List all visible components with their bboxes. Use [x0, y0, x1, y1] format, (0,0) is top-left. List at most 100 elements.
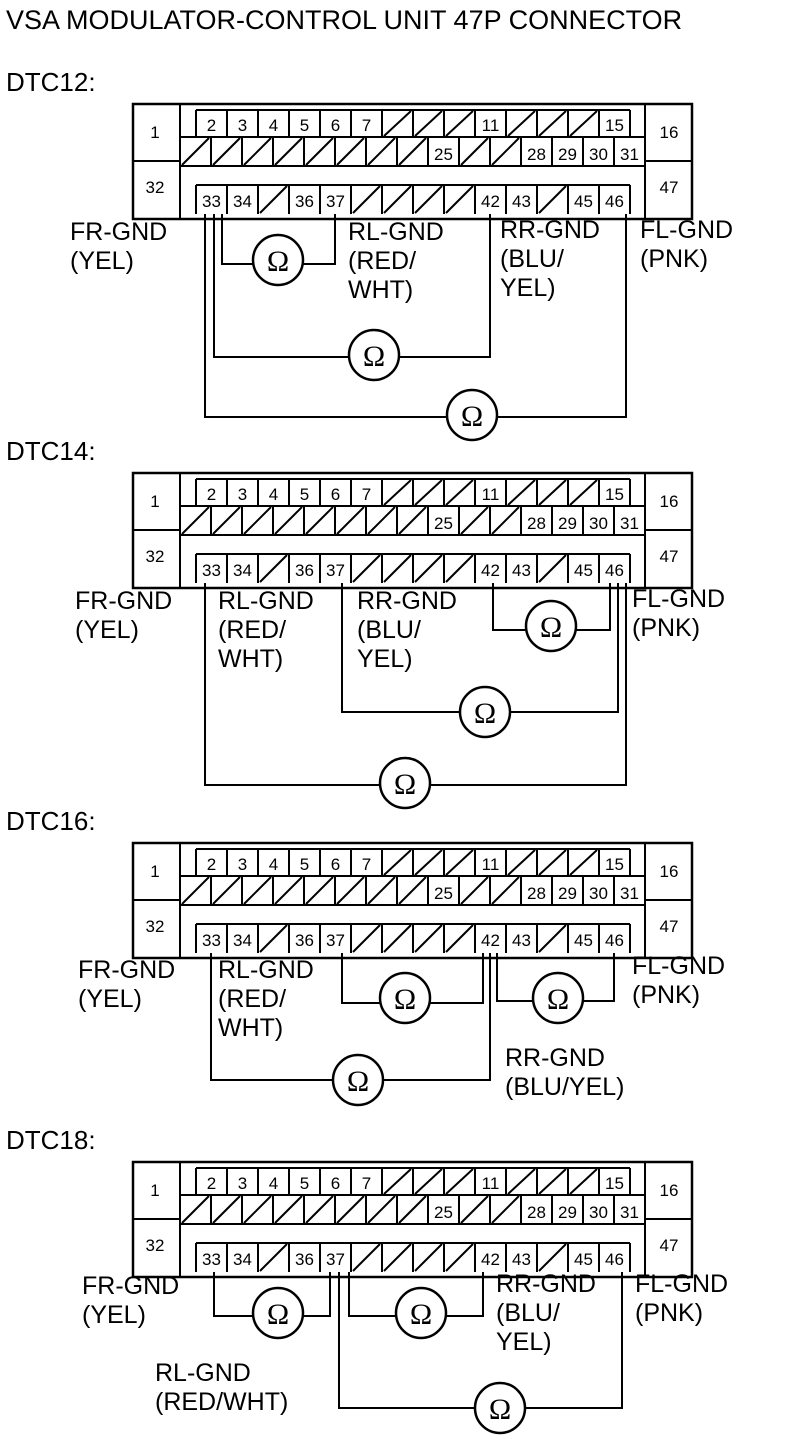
wire-label: YEL): [500, 274, 556, 302]
pin-label: 2: [207, 116, 216, 135]
ohm-symbol: Ω: [474, 697, 496, 730]
wire-label: RL-GND: [218, 587, 314, 615]
pin-label: 36: [295, 931, 314, 950]
pin-blank-slash: [445, 110, 474, 137]
pin-label: 34: [233, 561, 252, 580]
ohmmeter-icon: [331, 1053, 385, 1107]
section-title: DTC12:: [6, 67, 96, 97]
ohmmeter-icon: [524, 599, 578, 653]
pin-label: 11: [482, 485, 500, 504]
pin-label: 29: [558, 1203, 577, 1222]
pin-label: 11: [482, 1174, 500, 1193]
pin-blank-slash: [336, 1195, 365, 1224]
pin-blank-slash: [414, 479, 443, 506]
pin-blank-slash: [569, 479, 598, 506]
pin-label: 25: [434, 514, 453, 533]
page-title: VSA MODULATOR-CONTROL UNIT 47P CONNECTOR: [6, 5, 682, 35]
ohm-symbol: Ω: [461, 400, 483, 433]
pin-label: 43: [512, 931, 531, 950]
pin-blank-slash: [414, 1243, 443, 1272]
pin-label: 32: [146, 1236, 165, 1255]
pin-label: 28: [527, 514, 546, 533]
wire-label: YEL): [357, 645, 413, 673]
pin-label: 3: [238, 1174, 247, 1193]
wire-label: (RED/: [218, 985, 286, 1013]
wire-label: (BLU/: [357, 616, 421, 644]
wire-label: RR-GND: [496, 1270, 596, 1298]
pin-label: 36: [295, 561, 314, 580]
pin-label: 32: [146, 917, 165, 936]
pin-blank-slash: [259, 185, 288, 214]
pin-label: 30: [589, 145, 608, 164]
pin-label: 15: [605, 855, 624, 874]
wire-label: (RED/: [348, 247, 416, 275]
pin-label: 1: [150, 862, 159, 881]
wire-label: YEL): [496, 1328, 552, 1356]
ohmmeter-icon: [445, 388, 499, 442]
pin-label: 5: [300, 1174, 309, 1193]
pin-blank-slash: [243, 137, 272, 166]
pin-blank-slash: [383, 849, 412, 876]
pin-label: 7: [362, 855, 371, 874]
pin-label: 45: [574, 561, 593, 580]
wire-label: FL-GND: [632, 585, 725, 613]
pin-blank-slash: [569, 1168, 598, 1195]
ohmmeter-icon: [251, 1286, 305, 1340]
pin-label: 45: [574, 1250, 593, 1269]
pin-label: 37: [326, 192, 345, 211]
pin-blank-slash: [445, 1243, 474, 1272]
pin-label: 29: [558, 884, 577, 903]
pin-blank-slash: [212, 876, 241, 905]
pin-label: 4: [269, 1174, 278, 1193]
pin-blank-slash: [383, 479, 412, 506]
pin-blank-slash: [181, 1195, 210, 1224]
ohm-symbol: Ω: [267, 245, 289, 278]
pin-label: 33: [202, 561, 221, 580]
pin-blank-slash: [336, 137, 365, 166]
wire-label: (BLU/YEL): [505, 1073, 624, 1101]
ohm-symbol: Ω: [394, 768, 416, 801]
pin-label: 6: [331, 485, 340, 504]
pin-label: 42: [481, 192, 500, 211]
pin-label: 29: [558, 145, 577, 164]
pin-blank-slash: [259, 554, 288, 583]
pin-blank-slash: [259, 924, 288, 953]
pin-blank-slash: [398, 137, 427, 166]
pin-label: 28: [527, 145, 546, 164]
pin-label: 16: [660, 492, 679, 511]
pin-label: 47: [660, 547, 679, 566]
pin-label: 11: [482, 855, 500, 874]
pin-label: 30: [589, 514, 608, 533]
pin-blank-slash: [445, 479, 474, 506]
ohm-symbol: Ω: [489, 1393, 511, 1426]
pin-label: 46: [605, 561, 624, 580]
wire-label: (YEL): [78, 985, 142, 1013]
pin-label: 4: [269, 116, 278, 135]
pin-blank-slash: [445, 1168, 474, 1195]
pin-blank-slash: [538, 479, 567, 506]
pin-label: 42: [481, 1250, 500, 1269]
pin-blank-slash: [212, 1195, 241, 1224]
section-title: DTC16:: [6, 806, 96, 836]
wire-label: (RED/WHT): [155, 1388, 288, 1416]
pin-label: 42: [481, 931, 500, 950]
pin-blank-slash: [305, 876, 334, 905]
pin-label: 45: [574, 192, 593, 211]
ohm-symbol: Ω: [347, 1065, 369, 1098]
pin-blank-slash: [336, 876, 365, 905]
pin-label: 46: [605, 931, 624, 950]
pin-label: 15: [605, 116, 624, 135]
pin-blank-slash: [460, 876, 489, 905]
pin-label: 42: [481, 561, 500, 580]
pin-blank-slash: [414, 849, 443, 876]
pin-blank-slash: [352, 1243, 381, 1272]
pin-label: 36: [295, 1250, 314, 1269]
pin-label: 31: [620, 514, 639, 533]
pin-blank-slash: [398, 876, 427, 905]
wire-label: RL-GND: [348, 218, 444, 246]
pin-blank-slash: [538, 924, 567, 953]
pin-label: 2: [207, 855, 216, 874]
